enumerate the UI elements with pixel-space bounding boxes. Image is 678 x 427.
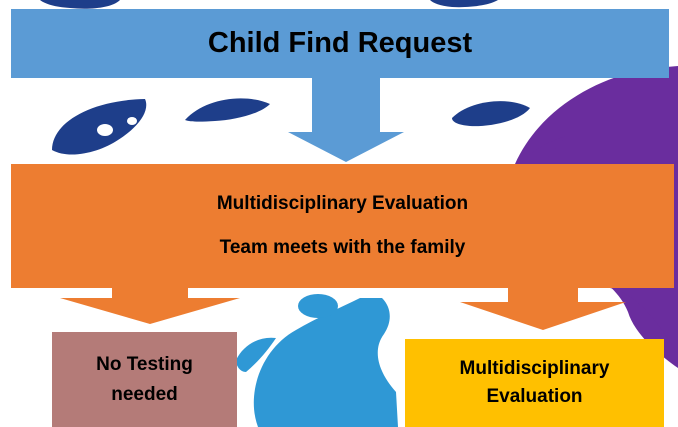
no-testing-label: No Testing needed [96,353,193,405]
footprint-blob-right-small [452,101,530,127]
evaluation-outcome-box: Multidisciplinary Evaluation [405,339,664,427]
footprint-blob-top-right [430,0,498,8]
child-find-request-box: Child Find Request [11,9,669,78]
light-blue-blob [253,298,398,427]
footprint-blob-top-left [40,0,120,9]
evaluation-team-line1: Multidisciplinary Evaluation [216,193,469,214]
purple-blob-lower [610,288,678,360]
purple-blob-edge [520,136,566,164]
toe-blob-2 [127,117,137,125]
arrow-middle-to-right [460,288,626,330]
child-find-request-label: Child Find Request [207,27,473,59]
evaluation-outcome-label: Multidisciplinary Evaluation [459,358,610,407]
footprint-blob-center [185,98,270,122]
evaluation-team-box: Multidisciplinary Evaluation Team meets … [11,164,674,288]
light-blue-blob-small [298,294,338,318]
evaluation-team-line2: Team meets with the family [219,237,466,258]
arrow-top-to-middle [288,78,404,162]
toe-blob-1 [97,124,113,136]
arrow-middle-to-left [60,288,240,324]
no-testing-box: No Testing needed [52,332,237,427]
light-blue-blob-left-lobe [236,337,276,372]
